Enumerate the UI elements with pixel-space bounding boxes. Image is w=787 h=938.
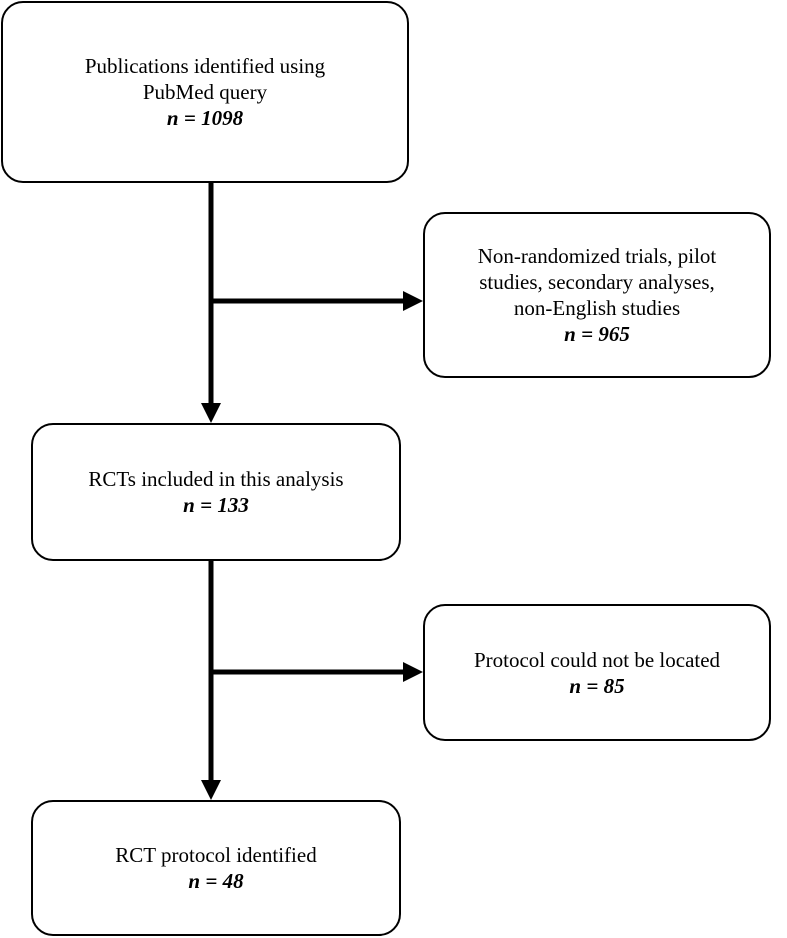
box-rcts-included: RCTs included in this analysis n = 133: [31, 423, 401, 561]
box-label-line: studies, secondary analyses,: [479, 270, 715, 294]
box-label-line: RCTs included in this analysis: [88, 467, 344, 491]
box-label-line: RCT protocol identified: [115, 843, 317, 867]
box-count: n = 965: [564, 322, 630, 346]
box-label-line: Non-randomized trials, pilot: [477, 244, 717, 268]
box-label-line: Protocol could not be located: [473, 647, 721, 672]
box-label-line: PubMed query: [142, 80, 268, 104]
box-label-line: Publications identified using: [84, 54, 326, 78]
box-count: n = 1098: [166, 106, 244, 130]
box-protocol-identified: RCT protocol identified n = 48: [31, 800, 401, 936]
box-count: n = 133: [183, 493, 249, 517]
box-excluded-studies: Non-randomized trials, pilot studies, se…: [423, 212, 771, 378]
box-publications-identified: Publications identified using PubMed que…: [1, 1, 409, 183]
box-label-line: non-English studies: [513, 296, 681, 320]
box-count: n = 85: [569, 673, 625, 698]
box-protocol-not-located: Protocol could not be located n = 85: [423, 604, 771, 741]
box-count: n = 48: [188, 869, 244, 893]
